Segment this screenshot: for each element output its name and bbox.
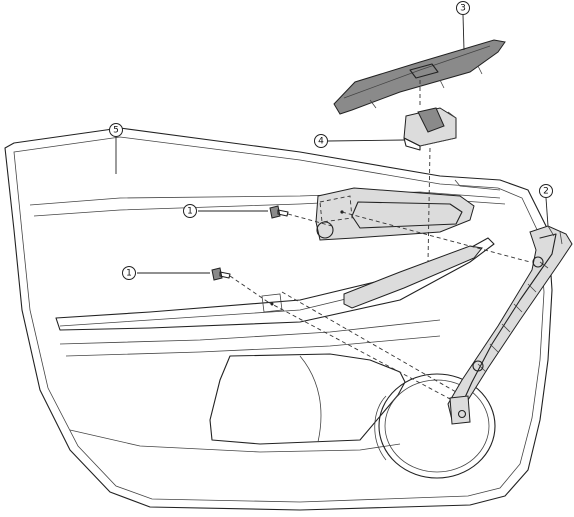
callout-trim-bracket: 2 <box>539 184 553 227</box>
callout-screw-a: 1 <box>183 204 268 218</box>
callout-switch-panel: 3 <box>456 1 470 51</box>
callout-label-window-switch: 4 <box>318 137 324 147</box>
callout-label-trim-bracket: 2 <box>543 187 549 197</box>
callout-label-screw-a: 1 <box>187 207 193 217</box>
callout-window-switch: 4 <box>314 134 405 148</box>
screw-b-part <box>211 267 231 281</box>
callout-screw-b: 1 <box>122 266 210 280</box>
switch-panel <box>333 39 506 115</box>
callout-label-switch-panel: 3 <box>460 4 466 14</box>
window-switch <box>403 107 457 151</box>
screw-a-part <box>269 205 289 219</box>
door-trim-panel <box>4 127 553 511</box>
callout-label-screw-b: 1 <box>126 269 132 279</box>
trim-bracket <box>447 225 573 425</box>
callout-door-trim-panel: 5 <box>109 123 123 174</box>
callout-label-door-trim-panel: 5 <box>113 126 119 136</box>
assembly-lines <box>229 80 531 401</box>
